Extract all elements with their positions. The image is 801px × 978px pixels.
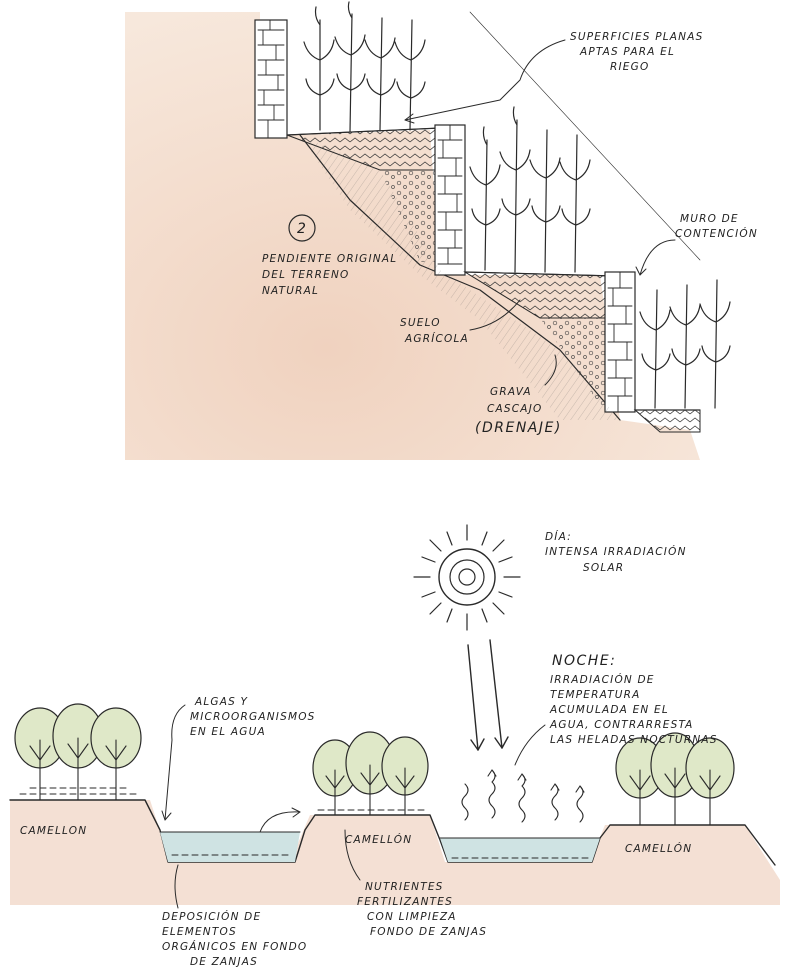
sun-icon <box>414 525 520 630</box>
label-deposition-line4: DE ZANJAS <box>190 956 258 968</box>
label-night-line1: IRRADIACIÓN DE <box>550 673 655 686</box>
leader-algae <box>165 705 185 820</box>
heat-waves <box>462 770 584 822</box>
label-camellon-right: CAMELLÓN <box>625 842 692 855</box>
upper-retaining-wall <box>255 20 287 138</box>
label-gravel-line1: GRAVA <box>490 386 532 398</box>
arrowhead-water <box>292 808 300 817</box>
label-night-line4: AGUA, CONTRARRESTA <box>549 719 694 731</box>
label-camellon-left: CAMELLON <box>20 825 87 837</box>
sunlight-arrows <box>468 640 508 750</box>
water-trench-left <box>160 832 300 862</box>
label-soil-line1: SUELO <box>400 317 441 329</box>
trees-left <box>15 704 141 800</box>
label-wall-line1: MURO DE <box>680 213 739 225</box>
label-slope-line3: NATURAL <box>262 285 319 297</box>
label-day-line1: DÍA: <box>545 530 572 543</box>
label-soil-line2: AGRÍCOLA <box>404 332 469 345</box>
label-deposition-line1: DEPOSICIÓN DE <box>162 910 261 923</box>
label-gravel-line2: CASCAJO <box>487 403 542 415</box>
label-algae-line2: MICROORGANISMOS <box>190 711 316 723</box>
label-nutrients-line1: NUTRIENTES <box>365 881 444 893</box>
label-algae-line1: ALGAS Y <box>194 696 249 708</box>
lower-corn-plants <box>640 280 730 408</box>
label-slope-line2: DEL TERRENO <box>262 269 350 281</box>
label-night-title: NOCHE: <box>552 653 616 669</box>
terrace-diagram: 2 SUPERFICIES PLANAS APTAS PARA EL RIEGO… <box>125 2 758 460</box>
trees-right <box>616 733 734 825</box>
leader-night <box>515 725 545 765</box>
label-night-line3: ACUMULADA EN EL <box>549 704 669 716</box>
leader-surfaces <box>405 40 565 120</box>
label-algae-line3: EN EL AGUA <box>190 726 266 738</box>
label-deposition-line2: ELEMENTOS <box>162 926 237 938</box>
label-surfaces-line1: SUPERFICIES PLANAS <box>570 31 703 43</box>
label-day-line2: INTENSA IRRADIACIÓN <box>545 545 687 558</box>
label-slope-line1: PENDIENTE ORIGINAL <box>262 253 397 265</box>
label-nutrients-line4: FONDO DE ZANJAS <box>370 926 487 938</box>
arrowhead-algae <box>162 811 171 820</box>
middle-retaining-wall <box>435 125 465 275</box>
label-surfaces-line3: RIEGO <box>610 61 649 73</box>
arrow-water-to-camellon <box>260 812 300 832</box>
label-camellon-middle: CAMELLÓN <box>345 833 412 846</box>
label-nutrients-line3: CON LIMPIEZA <box>367 911 457 923</box>
diagram-number: 2 <box>297 221 307 237</box>
label-night-line2: TEMPERATURA <box>550 689 641 701</box>
label-surfaces-line2: APTAS PARA EL <box>579 46 675 58</box>
upper-corn-plants <box>304 2 425 132</box>
label-deposition-line3: ORGÁNICOS EN FONDO <box>162 940 307 953</box>
trees-middle <box>313 732 428 815</box>
label-gravel-line3: (DRENAJE) <box>475 420 562 436</box>
lower-retaining-wall <box>605 272 635 412</box>
label-wall-line2: CONTENCIÓN <box>675 227 758 240</box>
middle-corn-plants <box>470 107 590 272</box>
label-day-line3: SOLAR <box>583 562 624 574</box>
label-night-line5: LAS HELADAS NOCTURNAS <box>550 734 718 746</box>
label-nutrients-line2: FERTILIZANTES <box>357 896 453 908</box>
camellon-diagram: DÍA: INTENSA IRRADIACIÓN SOLAR NOCHE: IR… <box>10 525 780 968</box>
